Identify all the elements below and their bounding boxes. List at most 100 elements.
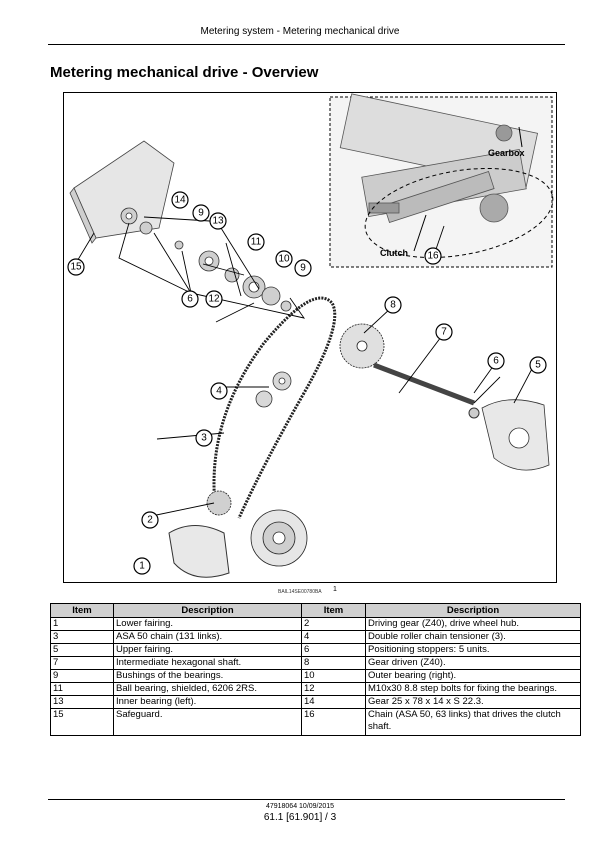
item-description: Double roller chain tensioner (3). [365, 630, 581, 644]
callout-6b: 6 [487, 352, 505, 370]
callout-1: 1 [133, 557, 151, 575]
svg-text:2: 2 [147, 515, 153, 526]
footer-rule [48, 799, 565, 800]
item-description: Inner bearing (left). [113, 695, 302, 709]
item-description: Safeguard. [113, 708, 302, 736]
svg-text:1: 1 [139, 561, 145, 572]
item-description: Positioning stoppers: 5 units. [365, 643, 581, 657]
item-number: 4 [301, 630, 366, 644]
main-chain [212, 296, 337, 519]
table-row: 5 Upper fairing. 6 Positioning stoppers:… [50, 643, 581, 657]
header-description: Description [365, 603, 581, 618]
callout-9a: 9 [192, 204, 210, 222]
table-row: 15 Safeguard. 16 Chain (ASA 50, 63 links… [50, 708, 581, 736]
item-description: Upper fairing. [113, 643, 302, 657]
item-description: Lower fairing. [113, 617, 302, 631]
legend-header-row: Item Description Item Description [50, 603, 581, 618]
header-description: Description [113, 603, 302, 618]
svg-text:3: 3 [201, 433, 207, 444]
callout-3: 3 [195, 429, 213, 447]
header-item: Item [50, 603, 114, 618]
svg-text:9: 9 [198, 208, 204, 219]
svg-text:11: 11 [251, 237, 262, 248]
item-description: Driving gear (Z40), drive wheel hub. [365, 617, 581, 631]
svg-text:5: 5 [535, 360, 541, 371]
table-row: 3 ASA 50 chain (131 links). 4 Double rol… [50, 630, 581, 644]
drive-hub [206, 490, 308, 567]
callout-4: 4 [210, 382, 228, 400]
svg-text:9: 9 [300, 263, 306, 274]
item-number: 14 [301, 695, 366, 709]
exploded-view-figure: Gearbox Clutch [63, 92, 557, 583]
table-row: 7 Intermediate hexagonal shaft. 8 Gear d… [50, 656, 581, 670]
item-number: 5 [50, 643, 114, 657]
item-description: Gear 25 x 78 x 14 x S 22.3. [365, 695, 581, 709]
item-description: M10x30 8.8 step bolts for fixing the bea… [365, 682, 581, 696]
callout-11: 11 [247, 233, 265, 251]
item-number: 13 [50, 695, 114, 709]
safeguard-part [69, 140, 175, 244]
callout-14: 14 [171, 191, 189, 209]
item-description: Ball bearing, shielded, 6206 2RS. [113, 682, 302, 696]
svg-text:12: 12 [208, 294, 220, 305]
item-number: 6 [301, 643, 366, 657]
running-header: Metering system - Metering mechanical dr… [200, 26, 400, 37]
item-number: 9 [50, 669, 114, 683]
svg-text:14: 14 [174, 195, 186, 206]
page-number: 61.1 [61.901] / 3 [263, 812, 337, 823]
svg-text:7: 7 [441, 327, 447, 338]
header-rule [48, 44, 565, 45]
gearbox-label: Gearbox [488, 148, 525, 158]
svg-text:13: 13 [212, 216, 224, 227]
document-id: 47918064 10/09/2015 [265, 803, 335, 810]
item-number: 2 [301, 617, 366, 631]
item-description: Bushings of the bearings. [113, 669, 302, 683]
tensioner [255, 371, 292, 408]
item-description: ASA 50 chain (131 links). [113, 630, 302, 644]
callout-2: 2 [141, 511, 159, 529]
item-number: 11 [50, 682, 114, 696]
item-number: 16 [301, 708, 366, 736]
svg-text:6: 6 [493, 356, 499, 367]
callout-15: 15 [67, 258, 85, 276]
upper-fairing [481, 399, 550, 471]
item-number: 12 [301, 682, 366, 696]
table-row: 11 Ball bearing, shielded, 6206 2RS. 12 … [50, 682, 581, 696]
item-number: 3 [50, 630, 114, 644]
svg-text:8: 8 [390, 300, 396, 311]
callout-9b: 9 [294, 259, 312, 277]
callout-13: 13 [209, 212, 227, 230]
figure-reference: BAIL14SE00780BA [278, 589, 322, 595]
bearing-parts [120, 207, 292, 312]
item-number: 15 [50, 708, 114, 736]
svg-text:16: 16 [427, 251, 439, 262]
inset-machinery [339, 93, 539, 224]
item-number: 8 [301, 656, 366, 670]
callout-6a: 6 [181, 290, 199, 308]
svg-text:15: 15 [70, 262, 82, 273]
svg-text:6: 6 [187, 294, 193, 305]
table-row: 9 Bushings of the bearings. 10 Outer bea… [50, 669, 581, 683]
driven-gear [339, 323, 385, 369]
clutch-label: Clutch [380, 248, 408, 258]
callout-12: 12 [205, 290, 223, 308]
item-number: 1 [50, 617, 114, 631]
callout-7: 7 [435, 323, 453, 341]
figure-number: 1 [333, 586, 337, 593]
lower-fairing [168, 525, 230, 578]
table-row: 13 Inner bearing (left). 14 Gear 25 x 78… [50, 695, 581, 709]
item-description: Outer bearing (right). [365, 669, 581, 683]
callout-8: 8 [384, 296, 402, 314]
callout-16: 16 [424, 247, 442, 265]
header-item: Item [301, 603, 366, 618]
callout-10: 10 [275, 250, 293, 268]
leader-lines [75, 216, 535, 519]
item-description: Intermediate hexagonal shaft. [113, 656, 302, 670]
item-number: 10 [301, 669, 366, 683]
svg-text:10: 10 [278, 254, 290, 265]
svg-text:4: 4 [216, 386, 222, 397]
item-description: Chain (ASA 50, 63 links) that drives the… [365, 708, 581, 736]
drive-diagram: Gearbox Clutch [67, 93, 554, 578]
item-description: Gear driven (Z40). [365, 656, 581, 670]
table-row: 1 Lower fairing. 2 Driving gear (Z40), d… [50, 617, 581, 631]
